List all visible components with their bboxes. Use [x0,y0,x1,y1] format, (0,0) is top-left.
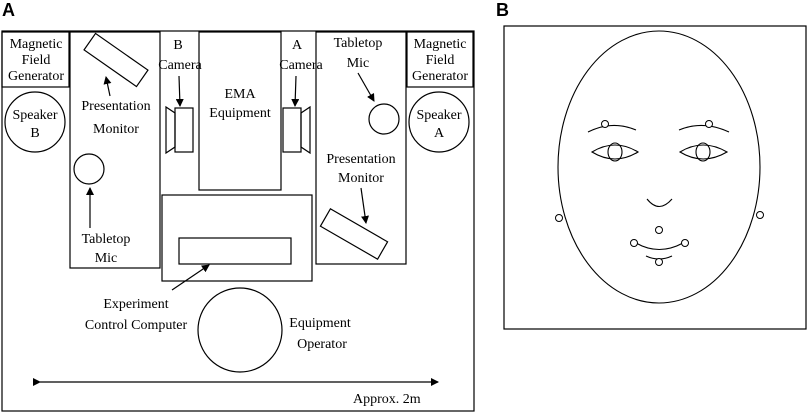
camera-a-arrow [291,75,300,107]
left-cheek-sensor [555,214,563,222]
computer-line-2: Control Computer [85,318,188,333]
presentation-monitor-right-line-2: Monitor [338,171,384,186]
presentation-monitor-left-shape [83,32,149,88]
tabletop-mic-right-line-1: Tabletop [334,36,383,51]
mfg-left-line-2: Field [22,53,51,68]
camera-a-line-2: Camera [279,58,323,73]
panel-b-label: B [496,0,509,20]
camera-b-line-2: Camera [158,58,202,73]
right-mouth-corner-sensor [681,239,689,247]
panel-a-label: A [2,0,15,20]
right-eyebrow-sensor [705,120,713,128]
camera-a-lens [300,105,311,155]
room-outline [1,30,475,412]
computer-screen [178,237,292,265]
right-eye [678,144,729,160]
speaker-a-line-2: A [434,126,445,141]
presentation-monitor-left-line-2: Monitor [93,122,139,137]
equipment-operator-circle [197,287,283,373]
head-outline [557,30,761,304]
speaker-b-line-2: B [30,126,39,141]
right-iris [695,142,711,162]
camera-b-line-1: B [173,38,182,53]
left-table [69,31,161,269]
upper-lip [635,242,684,251]
mfg-left-line-1: Magnetic [10,37,63,52]
tabletop-mic-left-circle [73,153,105,185]
presentation-monitor-right-line-1: Presentation [326,152,395,167]
tabletop-mic-right-arrow [357,72,375,102]
ema-line-2: Equipment [209,106,271,121]
mfg-right-line-2: Field [426,53,455,68]
camera-b-arrow [175,75,184,107]
operator-line-1: Equipment [289,316,351,331]
mfg-left-line-3: Generator [8,69,64,84]
camera-a-line-1: A [292,38,303,53]
computer-desk [161,194,313,282]
ema-equipment-box [198,31,282,191]
tabletop-mic-left-line-2: Mic [95,251,118,266]
tabletop-mic-left-line-1: Tabletop [82,232,131,247]
mfg-right-line-3: Generator [412,69,468,84]
mfg-right-line-1: Magnetic [414,37,467,52]
right-cheek-sensor [756,211,764,219]
left-eye [590,144,640,160]
camera-b-body [174,107,194,153]
upper-lip-sensor [655,226,663,234]
left-eyebrow [587,124,637,133]
right-eyebrow [678,124,730,133]
left-eyebrow-sensor [601,120,609,128]
speaker-a-line-1: Speaker [416,108,461,123]
camera-a-body [282,107,302,153]
panel-b-face [503,25,807,330]
right-table [315,31,407,265]
operator-line-2: Operator [297,337,347,352]
computer-arrow [171,264,210,291]
speaker-b-line-1: Speaker [12,108,57,123]
presentation-monitor-left-line-1: Presentation [81,99,150,114]
left-iris [607,142,623,162]
lower-lip-sensor [655,258,663,266]
magnetic-field-generator-right-box [406,31,474,88]
magnetic-field-generator-left-box [1,31,70,88]
presentation-monitor-right-shape [319,208,389,260]
presentation-monitor-left-arrow [103,76,112,97]
presentation-monitor-right-arrow [360,187,369,224]
panel-a-layout: Magnetic Field Generator Magnetic Field … [1,30,475,412]
speaker-b-circle [4,91,66,153]
speaker-a-circle [408,91,470,153]
tabletop-mic-right-line-2: Mic [347,56,370,71]
computer-line-1: Experiment [103,297,168,312]
camera-b-lens [165,105,176,155]
scale-label: Approx. 2m [353,392,421,407]
ema-line-1: EMA [224,87,256,102]
tabletop-mic-right-circle [368,103,400,135]
panel-b-frame [503,25,807,330]
left-mouth-corner-sensor [630,239,638,247]
nose [646,198,673,208]
